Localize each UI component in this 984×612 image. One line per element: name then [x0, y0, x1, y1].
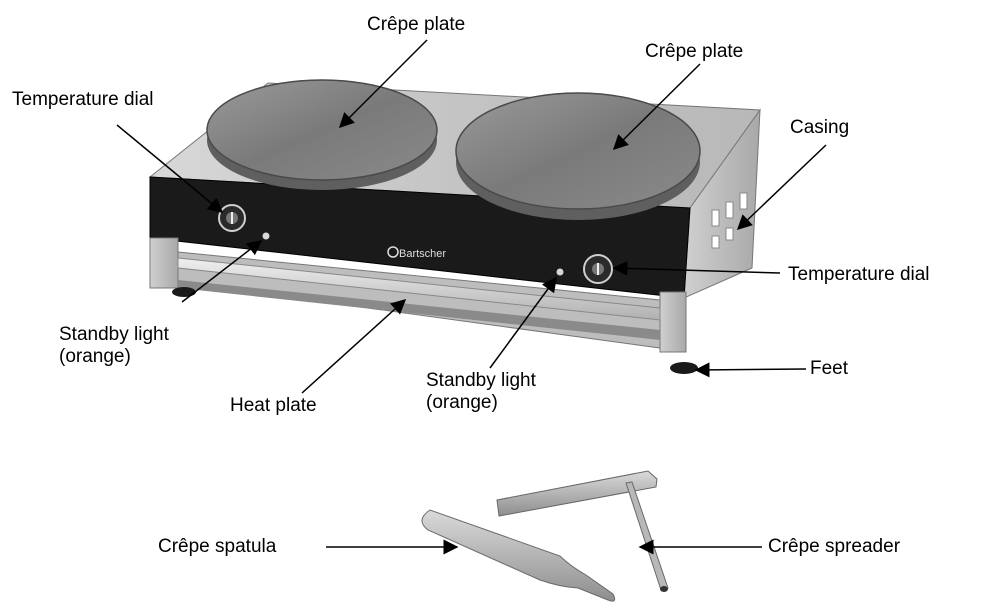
heat-plate-bar	[177, 257, 661, 321]
crepe-spatula	[421, 509, 616, 602]
crepe-plate-left	[206, 79, 438, 181]
crepe-spreader	[496, 470, 669, 592]
brand-logo: Bartscher	[387, 246, 446, 260]
label-standby-light-2-line1: Standby light	[426, 370, 536, 391]
label-heat-plate: Heat plate	[230, 395, 317, 416]
label-standby-light-1-line2: (orange)	[59, 346, 131, 367]
label-standby-light-1-line1: Standby light	[59, 324, 169, 345]
label-temperature-dial-1: Temperature dial	[12, 89, 154, 110]
side-vent	[711, 235, 720, 249]
leader-casing	[736, 144, 827, 231]
label-feet: Feet	[810, 358, 849, 379]
crepe-plate-right	[455, 92, 701, 210]
side-vent	[711, 209, 720, 227]
label-standby-light-1: Standby light (orange)	[59, 324, 169, 368]
leader-lines	[116, 39, 827, 555]
label-crepe-plate-2: Crêpe plate	[645, 41, 744, 62]
left-leg	[149, 237, 179, 289]
label-standby-light-2: Standby light (orange)	[426, 370, 536, 414]
label-standby-light-2-line2: (orange)	[426, 392, 498, 413]
heat-plate-shadow	[178, 280, 660, 340]
leader-standby-light-1	[181, 240, 263, 303]
brand-logo-text: Bartscher	[399, 248, 446, 260]
foot-left	[172, 287, 196, 297]
side-vent	[739, 192, 748, 210]
standby-light-left	[262, 232, 270, 240]
leader-crepe-plate-1	[338, 39, 428, 129]
leader-temperature-dial-1	[116, 124, 224, 213]
side-vent	[725, 227, 734, 241]
label-temperature-dial-2: Temperature dial	[788, 264, 930, 285]
label-crepe-spatula: Crêpe spatula	[158, 536, 277, 557]
label-casing: Casing	[790, 117, 850, 138]
temperature-dial-left	[218, 204, 246, 232]
label-crepe-plate-1: Crêpe plate	[367, 14, 466, 35]
temperature-dial-right	[583, 254, 613, 284]
foot-right	[670, 362, 698, 374]
leader-standby-light-2	[489, 276, 557, 369]
leader-heat-plate	[301, 298, 407, 394]
leader-feet	[694, 362, 807, 378]
standby-light-right	[556, 268, 564, 276]
leader-crepe-plate-2	[612, 63, 701, 151]
right-leg	[659, 291, 687, 353]
leader-temperature-dial-2	[612, 260, 781, 276]
label-crepe-spreader: Crêpe spreader	[768, 536, 901, 557]
side-vent	[725, 201, 734, 219]
